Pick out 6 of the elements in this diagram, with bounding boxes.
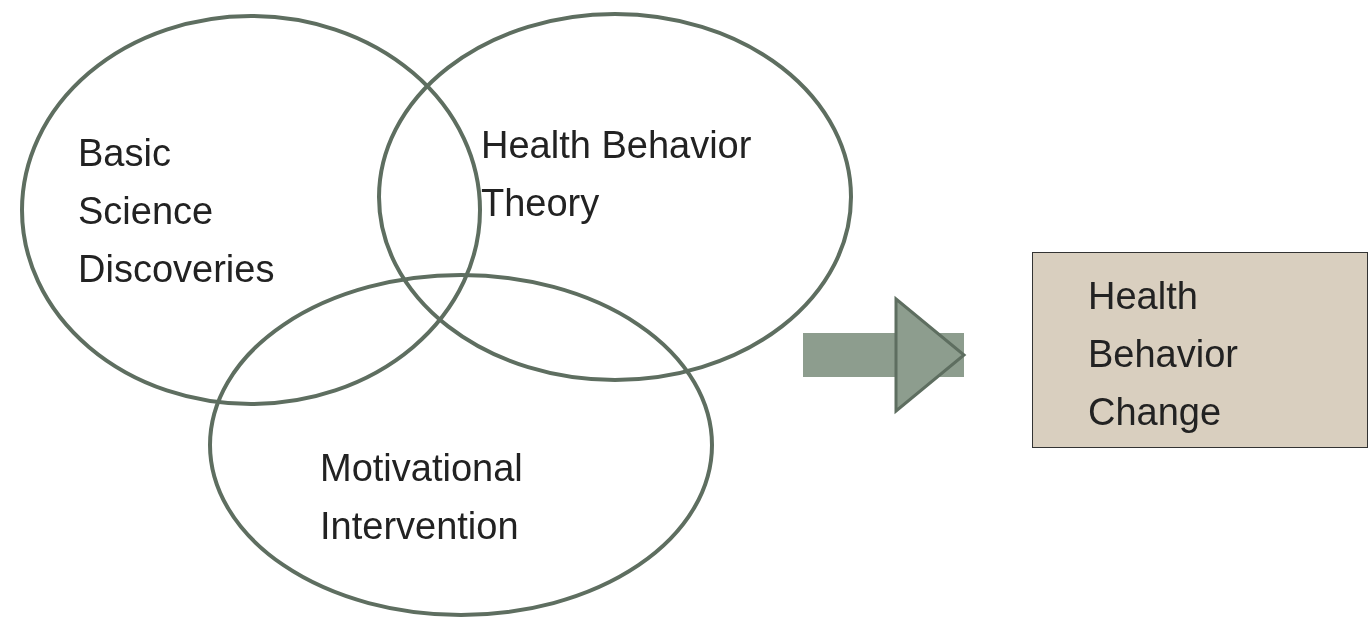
block-arrow (803, 297, 966, 413)
node-label: Motivational Intervention (320, 446, 524, 549)
node-label: Health Behavior Theory (481, 123, 753, 226)
node-label: Health Behavior Change (1088, 274, 1239, 435)
node-label: Basic Science Discoveries (78, 131, 276, 292)
text-box (1032, 252, 1368, 448)
